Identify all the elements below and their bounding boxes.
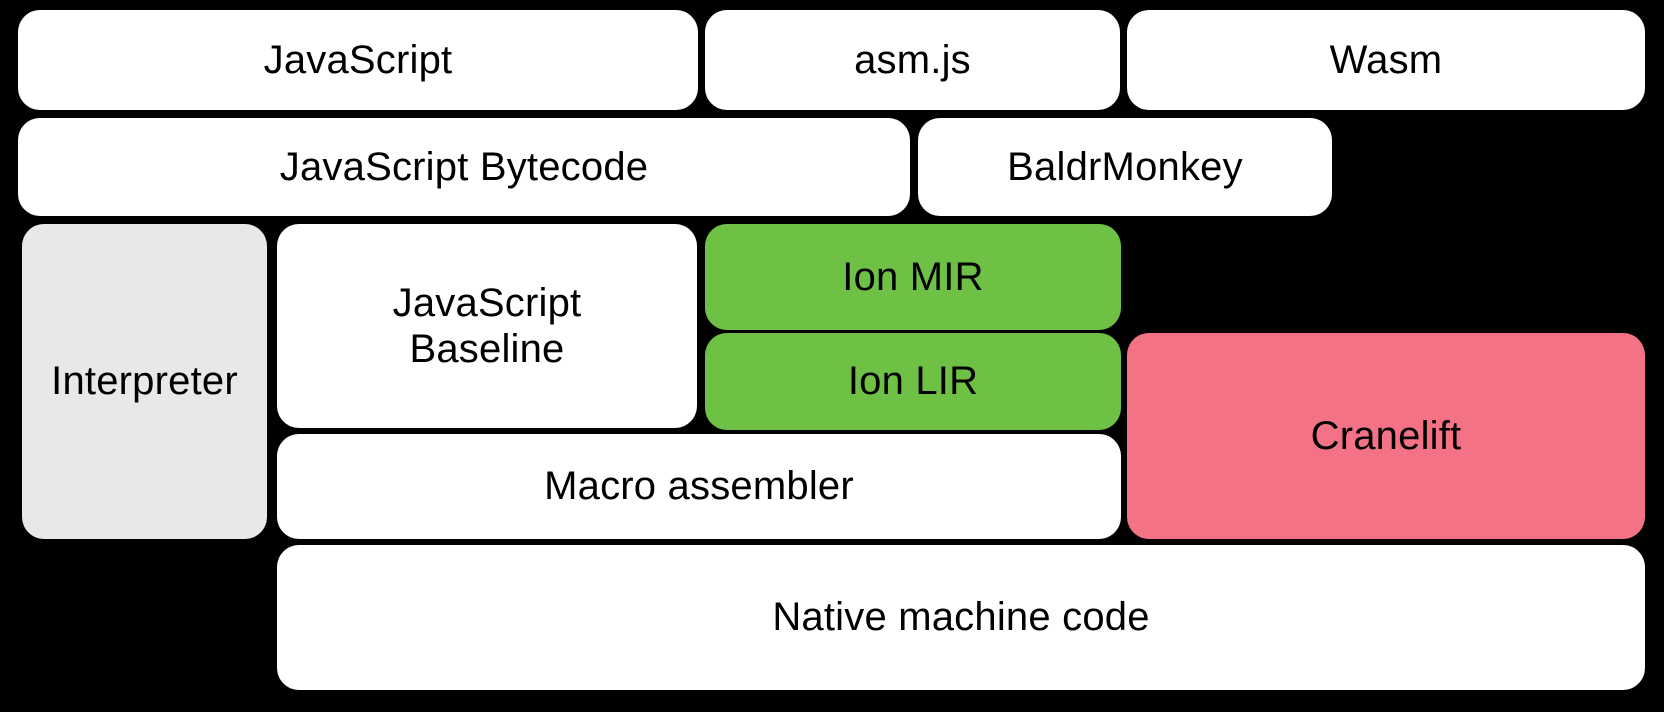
diagram-node-ion-lir: Ion LIR <box>705 333 1121 430</box>
diagram-node-javascript-baseline: JavaScript Baseline <box>277 224 697 428</box>
diagram-node-cranelift: Cranelift <box>1127 333 1645 539</box>
diagram-node-wasm-source: Wasm <box>1127 10 1645 110</box>
diagram-node-javascript-bytecode: JavaScript Bytecode <box>18 118 910 216</box>
diagram-node-native-machine-code: Native machine code <box>277 545 1645 690</box>
diagram-node-ion-mir: Ion MIR <box>705 224 1121 330</box>
diagram-node-macro-assembler: Macro assembler <box>277 434 1121 539</box>
diagram-node-javascript-source: JavaScript <box>18 10 698 110</box>
diagram-node-interpreter: Interpreter <box>22 224 267 539</box>
diagram-node-baldrmonkey: BaldrMonkey <box>918 118 1332 216</box>
diagram-node-asm-js-source: asm.js <box>705 10 1120 110</box>
